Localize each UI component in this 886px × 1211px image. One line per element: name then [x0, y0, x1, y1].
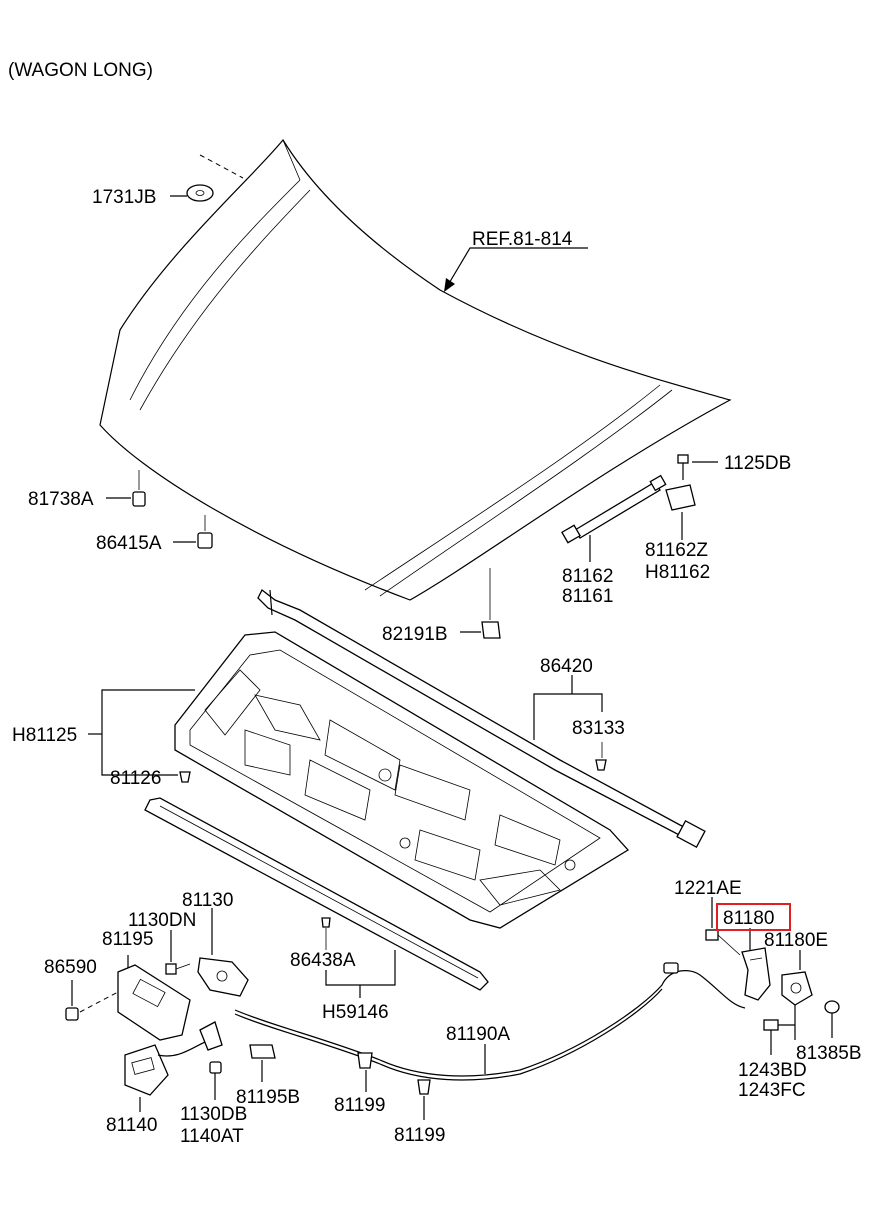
label-1731jb: 1731JB: [92, 187, 156, 208]
label-86420: 86420: [540, 656, 593, 677]
label-1243fc: 1243FC: [738, 1080, 806, 1101]
label-1221ae: 1221AE: [674, 878, 742, 899]
label-81199-b: 81199: [394, 1125, 445, 1146]
part-81199-clip-a: [357, 1052, 373, 1092]
label-h81162: H81162: [645, 562, 710, 583]
part-83133-clip: [595, 742, 607, 771]
label-1243bd: 1243BD: [738, 1060, 807, 1081]
label-1130dn: 1130DN: [128, 910, 196, 931]
part-86590-bolt: [65, 980, 119, 1021]
label-81161: 81161: [562, 586, 613, 607]
release-cable-81190a: [234, 962, 746, 1081]
variant-label: (WAGON LONG): [8, 60, 153, 81]
label-81126: 81126: [110, 768, 161, 789]
release-handle-81180: [741, 928, 771, 1001]
leader-h81125: [88, 689, 195, 776]
label-1125db: 1125DB: [724, 453, 791, 474]
label-81140: 81140: [106, 1115, 157, 1136]
hood-seal: [257, 589, 706, 848]
part-81738a: [106, 470, 146, 507]
label-81180e: 81180E: [764, 930, 828, 951]
label-81130: 81130: [182, 890, 233, 911]
ref-arrow: [444, 247, 588, 292]
part-1130db-bolt: [209, 1061, 222, 1100]
part-1130dn-bolt: [165, 930, 191, 975]
label-81738a: 81738A: [28, 489, 94, 510]
part-1243bd-bolt: [763, 1005, 796, 1055]
label-81162z: 81162Z: [645, 540, 708, 561]
lower-seal-strip: [144, 797, 489, 991]
part-1125db: [677, 454, 718, 480]
label-ref-81-814: REF.81-814: [472, 229, 573, 250]
latch-cable-link: [199, 1021, 223, 1051]
label-86438a: 86438A: [290, 950, 356, 971]
leader-h59146: [325, 950, 396, 998]
latch-81130: [197, 908, 249, 997]
label-86415a: 86415A: [96, 533, 162, 554]
handle-housing-81180e: [781, 950, 813, 1006]
part-81162z: [665, 484, 696, 540]
label-1130db: 1130DB: [180, 1104, 247, 1125]
hood-insulator: [174, 631, 630, 929]
part-81126-clip: [179, 771, 191, 783]
label-82191b: 82191B: [382, 624, 448, 645]
leader-86420: [533, 675, 603, 740]
part-1221ae-screw: [705, 897, 741, 956]
label-h81125: H81125: [12, 725, 77, 746]
label-83133: 83133: [572, 718, 625, 739]
part-81195b: [249, 1044, 276, 1082]
label-81195: 81195: [102, 929, 153, 950]
label-81162: 81162: [562, 566, 613, 587]
label-1140at: 1140AT: [180, 1126, 244, 1147]
hood-panel: [99, 138, 732, 601]
part-1731jb: [170, 154, 244, 202]
label-81385b: 81385B: [796, 1043, 862, 1064]
label-81190a: 81190A: [446, 1024, 510, 1045]
label-86590: 86590: [44, 957, 97, 978]
label-81199-a: 81199: [334, 1095, 385, 1116]
latch-bracket-81195: [117, 955, 191, 1041]
part-82191b: [460, 568, 501, 639]
part-86415a: [173, 515, 213, 549]
latch-81140: [124, 1039, 211, 1112]
part-81385b-nut: [824, 1000, 840, 1038]
highlight-81180: [716, 903, 791, 931]
label-h59146: H59146: [322, 1002, 389, 1023]
part-81199-clip-b: [417, 1079, 431, 1120]
part-86438a-clip: [321, 917, 331, 950]
label-81195b: 81195B: [236, 1087, 300, 1108]
label-81180: 81180: [723, 908, 774, 929]
gas-strut: [561, 474, 667, 562]
